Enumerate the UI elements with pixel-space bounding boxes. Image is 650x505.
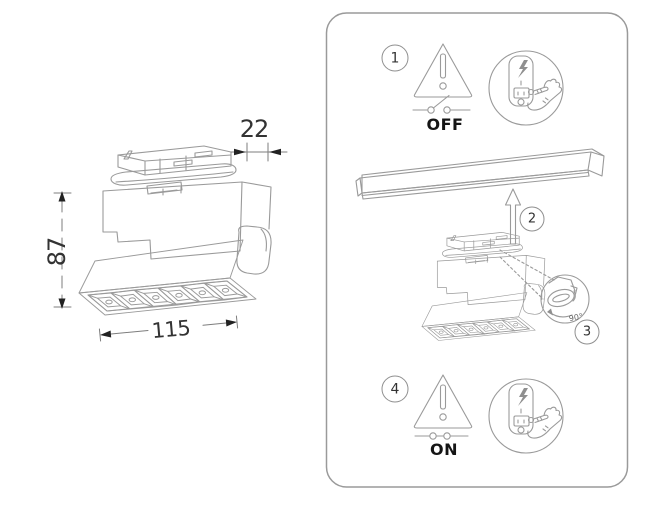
- dim-22-lines: [230, 142, 288, 162]
- dimension-label-bottom-width: 115: [150, 315, 192, 344]
- dim-115-lines: [98, 315, 239, 342]
- switch-closed-icon: [414, 432, 469, 440]
- switch-open-icon: [412, 94, 471, 114]
- arrow-up-icon: [504, 188, 522, 245]
- step-2-group: [355, 148, 605, 341]
- panel-border: [325, 12, 629, 488]
- step-number-1: 1: [381, 44, 409, 72]
- track-light-fixture-small: [421, 231, 546, 341]
- power-on-label: ON: [430, 440, 458, 459]
- track-rail: [355, 148, 605, 200]
- lock-lever-icon: [547, 288, 575, 308]
- callout-dotted-lines: [499, 249, 555, 300]
- breaker-hand-icon: [488, 378, 564, 454]
- warning-triangle-icon: [413, 43, 473, 98]
- warning-triangle-icon: [413, 374, 473, 429]
- track-light-fixture: [78, 145, 272, 316]
- detail-circle: [540, 274, 590, 324]
- step-number-2: 2: [519, 206, 545, 232]
- step-4-group: [413, 374, 564, 454]
- power-off-label: OFF: [426, 115, 464, 134]
- dimension-label-height: 87: [43, 237, 71, 267]
- dim-87-lines: [53, 191, 72, 309]
- instruction-panel: [325, 12, 629, 488]
- breaker-hand-icon: [488, 50, 564, 126]
- dimension-drawing: [53, 142, 288, 342]
- step-number-4: 4: [381, 375, 409, 403]
- step-number-3: 3: [574, 319, 600, 345]
- dimension-label-top-width: 22: [239, 115, 270, 143]
- step-1-group: [412, 43, 564, 126]
- step-3-group: [540, 274, 590, 324]
